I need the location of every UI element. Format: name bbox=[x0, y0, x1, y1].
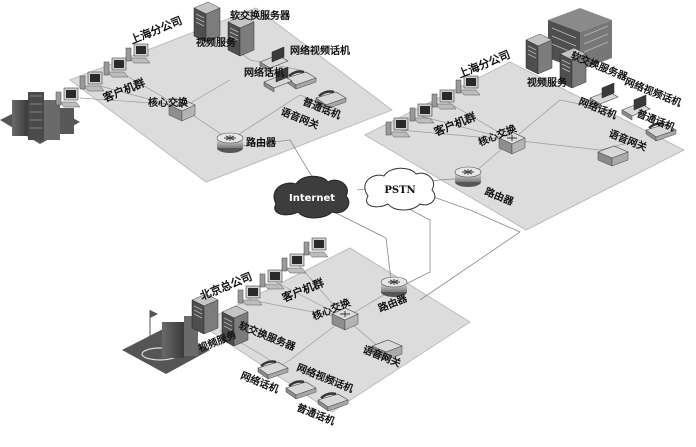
shanghai-right-video-service-label: 视频服务 bbox=[527, 76, 568, 89]
shanghai-left-ip-phone-label: 网络话机 bbox=[244, 66, 284, 79]
pstn-label: PSTN bbox=[384, 185, 415, 196]
shanghai-left-ip-video-phone-label: 网络视频话机 bbox=[290, 44, 350, 57]
shanghai-left-soft-switch-label: 软交换服务器 bbox=[230, 9, 291, 22]
internet-cloud: Internet bbox=[273, 175, 350, 219]
pstn-cloud: PSTN bbox=[364, 167, 436, 211]
shanghai-right-building bbox=[548, 8, 612, 70]
beijing-site-name: 北京总公司 bbox=[198, 269, 254, 303]
internet-label: Internet bbox=[289, 193, 335, 204]
shanghai-left-core-switch-label: 核心交换 bbox=[148, 96, 189, 109]
shanghai-right-router-icon bbox=[454, 166, 482, 188]
shanghai-left-router-label: 路由器 bbox=[246, 136, 277, 149]
beijing-building bbox=[122, 310, 210, 374]
shanghai-right-ip-video-phone-label: 网络视频话机 bbox=[623, 75, 684, 110]
shanghai-left-router-icon bbox=[216, 132, 244, 154]
shanghai-left-video-service-label: 视频服务 bbox=[196, 36, 237, 49]
shanghai-left-building bbox=[0, 92, 80, 144]
